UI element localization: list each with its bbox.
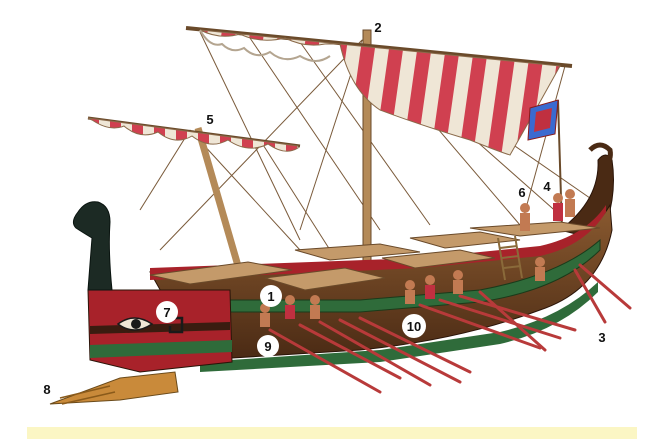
rower-figure [310,295,320,319]
callout-1-bubble [260,285,282,307]
callout-1: 1 [267,289,274,304]
ladder [497,235,523,281]
callout-3: 3 [598,330,605,345]
callout-7-bubble [156,301,178,323]
callout-5: 5 [206,112,213,127]
oars [268,263,632,394]
rower-figure [535,257,545,281]
callout-9-bubble [257,335,279,357]
callouts: 1 2 3 4 5 6 7 8 9 10 [43,20,605,397]
callout-4: 4 [543,179,551,194]
callout-6: 6 [518,185,525,200]
horse-head-figurehead [72,201,113,291]
rower-figure [285,295,295,319]
callout-10-bubble [402,314,426,338]
callout-2: 2 [374,20,381,35]
bow [49,201,233,405]
caption-bar [27,427,637,439]
callout-7: 7 [163,305,170,320]
helmsman-figure [565,189,575,217]
rower-figure [405,280,415,304]
callout-9: 9 [264,339,271,354]
main-sail [199,29,561,156]
rower-figure [425,275,435,299]
officer-figure [520,203,530,231]
crew [260,189,575,327]
deck-awnings [149,221,601,291]
callout-8: 8 [43,382,50,397]
callout-10: 10 [407,319,421,334]
helmsman-figure [553,193,563,221]
bronze-ram [49,371,179,405]
rower-figure [453,270,463,294]
